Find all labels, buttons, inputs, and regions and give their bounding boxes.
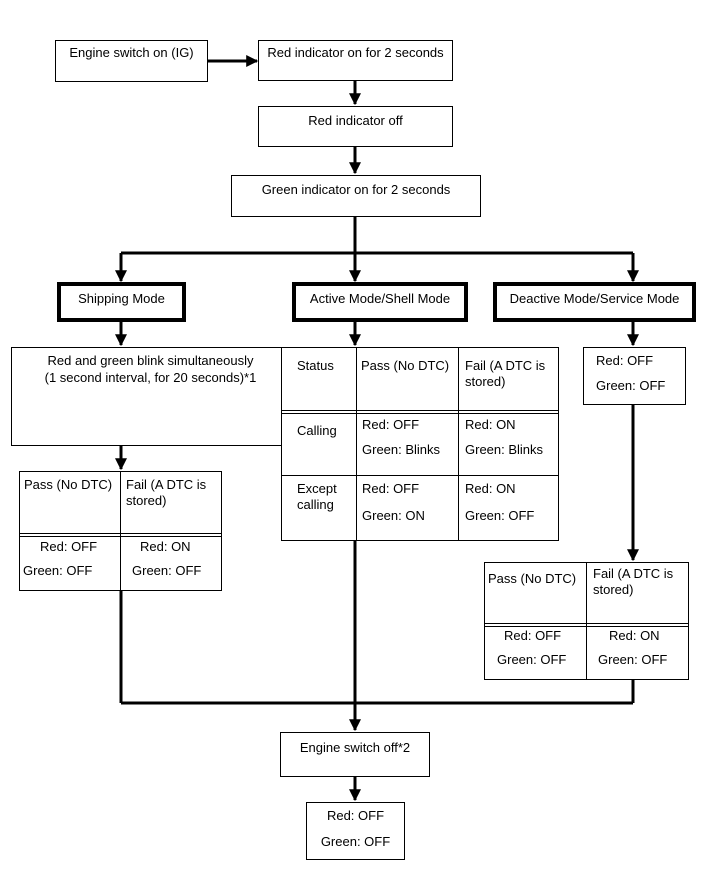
shipping-blink-line2: (1 second interval, for 20 seconds)*1 <box>44 370 257 385</box>
active-except-fail-red: Red: ON <box>465 481 516 496</box>
active-mode-label: Active Mode/Shell Mode <box>309 291 451 306</box>
active-calling-label: Calling <box>297 423 337 438</box>
active-except-pass-green: Green: ON <box>362 508 425 523</box>
shipping-mode-label: Shipping Mode <box>78 291 165 306</box>
engine-switch-on-label: Engine switch on (IG) <box>69 45 194 60</box>
engine-switch-on-box: Engine switch on (IG) <box>55 40 208 82</box>
green-indicator-on-box: Green indicator on for 2 seconds <box>231 175 481 217</box>
deactive-status-green: Green: OFF <box>596 378 666 393</box>
active-calling-fail-green: Green: Blinks <box>465 442 544 457</box>
deactive-status-red: Red: OFF <box>596 353 654 368</box>
deactive-fail-header: Fail (A DTC is stored) <box>593 566 674 597</box>
shipping-pass-green: Green: OFF <box>23 563 93 578</box>
active-fail-header: Fail (A DTC is stored) <box>465 358 546 389</box>
red-indicator-on-label: Red indicator on for 2 seconds <box>267 45 444 60</box>
active-pass-header: Pass (No DTC) <box>361 358 450 373</box>
deactive-fail-red: Red: ON <box>609 628 660 643</box>
shipping-fail-green: Green: OFF <box>132 563 202 578</box>
deactive-pass-header: Pass (No DTC) <box>488 571 577 586</box>
active-table-column-divider-2 <box>458 348 459 540</box>
shipping-table-column-divider <box>120 472 121 590</box>
green-indicator-on-label: Green indicator on for 2 seconds <box>261 182 451 197</box>
red-indicator-off-label: Red indicator off <box>308 113 403 128</box>
deactive-table-column-divider <box>586 563 587 679</box>
active-result-table: Status Pass (No DTC) Fail (A DTC is stor… <box>281 347 559 541</box>
active-mode-box: Active Mode/Shell Mode <box>292 282 468 322</box>
active-status-header: Status <box>297 358 334 373</box>
engine-switch-off-box: Engine switch off*2 <box>280 732 430 777</box>
deactive-mode-label: Deactive Mode/Service Mode <box>509 291 680 306</box>
deactive-status-box: Red: OFF Green: OFF <box>583 347 686 405</box>
active-except-fail-green: Green: OFF <box>465 508 535 523</box>
shipping-mode-box: Shipping Mode <box>57 282 186 322</box>
deactive-result-table: Pass (No DTC) Fail (A DTC is stored) Red… <box>484 562 689 680</box>
active-table-header-divider <box>282 410 558 414</box>
shipping-blink-box: Red and green blink simultaneously (1 se… <box>11 347 290 446</box>
active-except-calling-label: Except calling <box>297 481 337 512</box>
shipping-fail-red: Red: ON <box>140 539 191 554</box>
active-calling-pass-green: Green: Blinks <box>362 442 441 457</box>
deactive-fail-green: Green: OFF <box>598 652 668 667</box>
deactive-pass-red: Red: OFF <box>504 628 562 643</box>
engine-switch-off-label: Engine switch off*2 <box>299 740 411 755</box>
final-status-box: Red: OFF Green: OFF <box>306 802 405 860</box>
shipping-pass-red: Red: OFF <box>40 539 98 554</box>
active-except-pass-red: Red: OFF <box>362 481 420 496</box>
final-status-green: Green: OFF <box>320 834 391 849</box>
active-table-row-divider <box>282 475 558 476</box>
shipping-table-header-divider <box>20 533 221 537</box>
deactive-table-header-divider <box>485 623 688 627</box>
shipping-fail-header: Fail (A DTC is stored) <box>126 477 207 508</box>
shipping-blink-line1: Red and green blink simultaneously <box>47 353 254 368</box>
shipping-result-table: Pass (No DTC) Fail (A DTC is stored) Red… <box>19 471 222 591</box>
deactive-mode-box: Deactive Mode/Service Mode <box>493 282 696 322</box>
deactive-pass-green: Green: OFF <box>497 652 567 667</box>
active-table-column-divider-1 <box>356 348 357 540</box>
active-calling-fail-red: Red: ON <box>465 417 516 432</box>
red-indicator-off-box: Red indicator off <box>258 106 453 147</box>
red-indicator-on-box: Red indicator on for 2 seconds <box>258 40 453 81</box>
final-status-red: Red: OFF <box>326 808 385 823</box>
shipping-pass-header: Pass (No DTC) <box>24 477 113 492</box>
active-calling-pass-red: Red: OFF <box>362 417 420 432</box>
